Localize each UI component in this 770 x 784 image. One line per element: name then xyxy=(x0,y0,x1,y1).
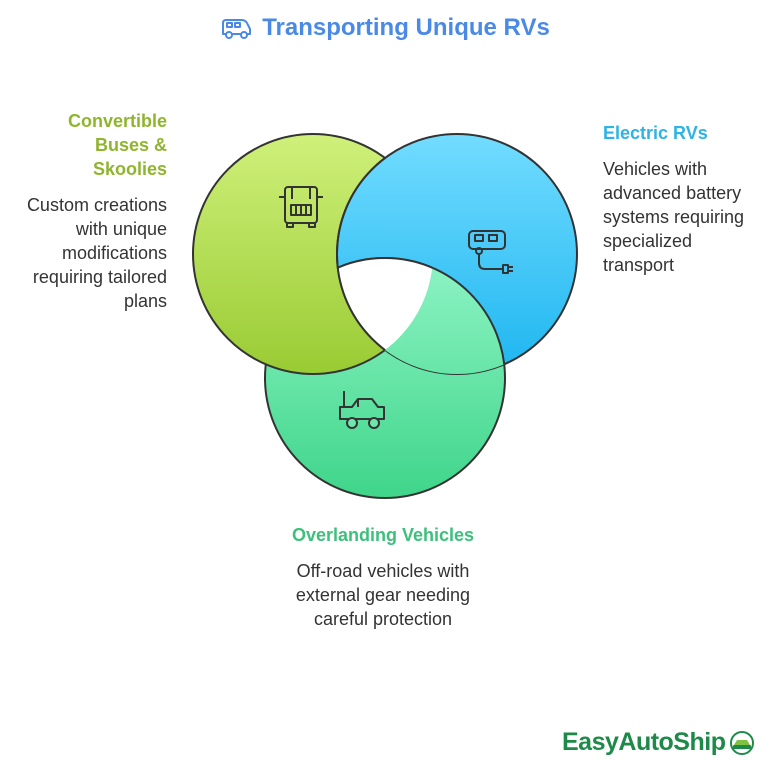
electric-description: Vehicles with advanced battery systems r… xyxy=(603,159,745,275)
convertible-heading: Convertible Buses & Skoolies xyxy=(67,111,167,179)
brand-logo: EasyAutoShip xyxy=(562,728,755,757)
center-overlap xyxy=(337,257,433,374)
car-globe-icon xyxy=(730,730,755,755)
diagram-title: Transporting Unique RVs xyxy=(0,14,770,42)
brand-name: EasyAutoShip xyxy=(562,728,726,756)
electric-heading: Electric RVs xyxy=(603,123,708,143)
truck-icon xyxy=(279,186,323,228)
convertible-description: Custom creations with unique modificatio… xyxy=(26,195,167,311)
convertible-label-group: Convertible Buses & Skoolies Custom crea… xyxy=(20,109,167,313)
offroad-vehicle-icon xyxy=(339,391,385,429)
rv-icon xyxy=(222,19,252,39)
overlanding-heading: Overlanding Vehicles xyxy=(291,525,475,545)
title-text: Transporting Unique RVs xyxy=(262,14,550,41)
electric-label-group: Electric RVs Vehicles with advanced batt… xyxy=(603,121,753,277)
overlanding-description: Off-road vehicles with external gear nee… xyxy=(295,561,471,629)
electric-trailer-icon xyxy=(468,230,513,274)
overlanding-label-group: Overlanding Vehicles Off-road vehicles w… xyxy=(283,523,483,631)
